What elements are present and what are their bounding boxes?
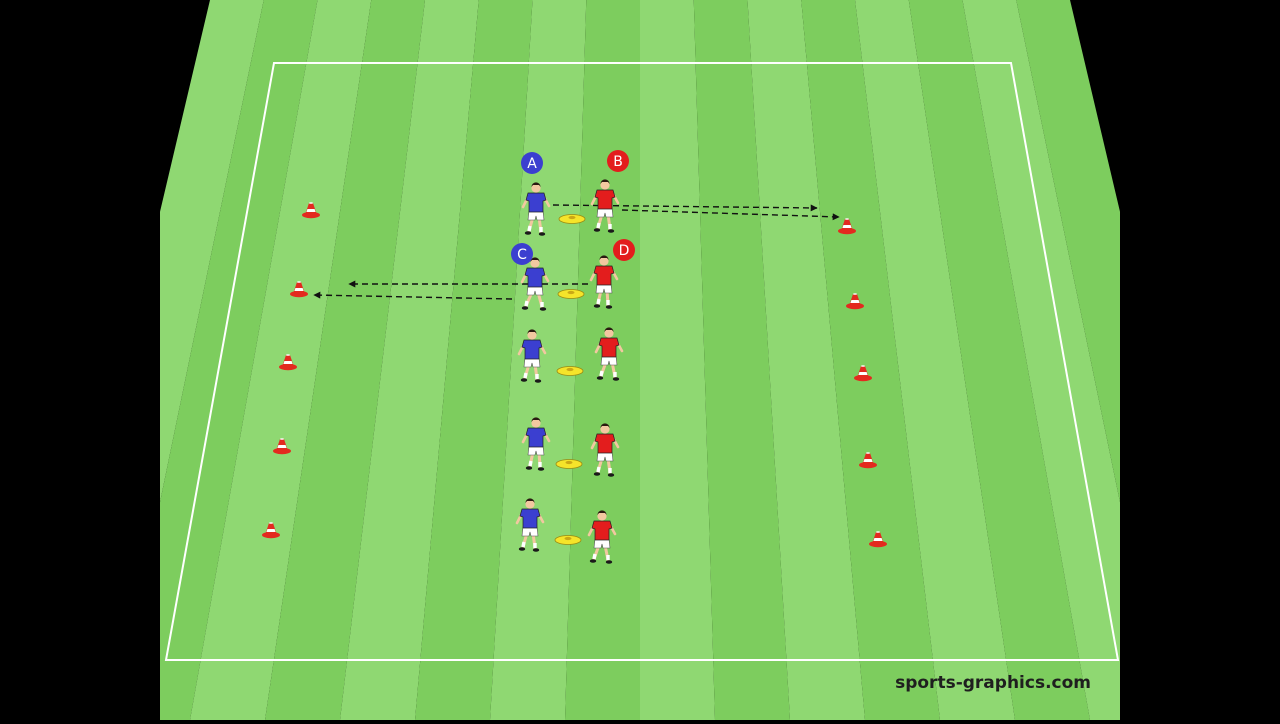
grass-stripe <box>693 0 790 720</box>
disc-marker <box>558 214 586 224</box>
training-cone <box>859 452 877 469</box>
player-label-b: B <box>607 150 629 172</box>
watermark-text: sports-graphics.com <box>895 673 1091 693</box>
letterbox-right <box>1120 0 1280 720</box>
disc-marker <box>556 366 584 376</box>
players <box>515 179 624 564</box>
grass-stripe <box>801 0 940 720</box>
training-cone <box>869 531 887 548</box>
training-cone <box>838 218 856 235</box>
red-player <box>590 179 620 233</box>
grass-stripes <box>160 0 1120 720</box>
red-player <box>589 255 619 309</box>
grass-stripe <box>962 0 1120 720</box>
center-discs <box>554 214 586 545</box>
grass-stripe <box>190 0 372 720</box>
player-label-text: C <box>517 247 527 263</box>
player-label-text: A <box>527 156 537 172</box>
training-cone <box>854 365 872 382</box>
grass-stripe <box>265 0 425 720</box>
run-arrow <box>552 204 818 212</box>
blue-player <box>515 498 545 552</box>
grass-stripe <box>340 0 479 720</box>
red-player <box>594 327 624 381</box>
training-cone <box>290 281 308 298</box>
disc-marker <box>555 459 583 469</box>
grass-stripe <box>160 0 318 720</box>
grass-stripe <box>415 0 533 720</box>
player-label-d: D <box>613 239 635 261</box>
training-cone <box>279 354 297 371</box>
blue-player <box>521 182 551 236</box>
grass-stripe <box>908 0 1090 720</box>
grass-stripe <box>640 0 715 720</box>
red-player <box>590 423 620 477</box>
training-cone <box>262 522 280 539</box>
player-label-text: D <box>619 243 630 259</box>
run-arrow <box>313 291 513 300</box>
field-boundary <box>164 62 1120 661</box>
letterbox-left <box>0 0 160 720</box>
disc-marker <box>554 535 582 545</box>
blue-player <box>521 417 551 471</box>
red-player <box>587 510 617 564</box>
training-cone <box>273 438 291 455</box>
disc-marker <box>557 289 585 299</box>
training-cone <box>302 202 320 219</box>
grass-stripe <box>1016 0 1120 503</box>
grass-stripe <box>855 0 1015 720</box>
boundary-cones <box>262 202 887 548</box>
player-label-c: C <box>511 243 533 265</box>
run-arrows <box>313 204 840 300</box>
grass-stripe <box>747 0 865 720</box>
player-label-a: A <box>521 152 543 174</box>
blue-player <box>520 257 550 311</box>
player-labels: A B C D <box>511 150 635 265</box>
player-label-text: B <box>613 154 623 170</box>
blue-player <box>517 329 547 383</box>
training-cone <box>846 293 864 310</box>
run-arrow <box>621 209 840 221</box>
